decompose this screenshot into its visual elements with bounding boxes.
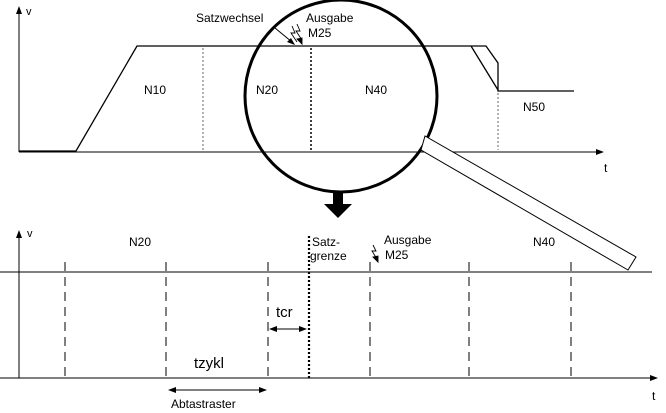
abtastraster-arrow-right — [259, 387, 267, 393]
top-t-axis-arrow — [596, 149, 604, 155]
abtastraster-arrow-left — [168, 387, 176, 393]
top-m25-label: M25 — [308, 26, 332, 40]
top-v-label: v — [26, 6, 32, 18]
bottom-m25-label: M25 — [385, 248, 409, 262]
lightning-icon — [290, 23, 303, 46]
satzgrenze-label-1: Satz- — [312, 235, 340, 249]
tzykl-label: tzykl — [194, 355, 224, 372]
bottom-v-axis-arrow — [16, 230, 22, 238]
magnifier-handle — [420, 135, 637, 271]
top-t-label: t — [604, 161, 608, 175]
top-ausgabe-label: Ausgabe — [306, 11, 354, 25]
segment-n50: N50 — [523, 100, 545, 114]
top-v-axis-arrow — [16, 6, 22, 14]
tcr-arrow-left — [269, 326, 277, 332]
magnifier-icon — [243, 0, 637, 271]
satzwechsel-arrow — [274, 27, 293, 43]
segment-n40: N40 — [365, 83, 387, 97]
bottom-v-label: v — [27, 228, 33, 240]
bottom-segment-n20: N20 — [129, 235, 151, 249]
ramp-down — [470, 45, 499, 91]
velocity-profile — [19, 45, 574, 152]
segment-n20: N20 — [256, 83, 278, 97]
lightning-icon — [371, 244, 379, 264]
bottom-t-label: t — [652, 389, 656, 403]
segment-n10: N10 — [144, 83, 166, 97]
bottom-t-axis-arrow — [650, 375, 658, 381]
bottom-segment-n40: N40 — [533, 235, 555, 249]
satzgrenze-label-2: grenze — [310, 249, 347, 263]
down-arrow-icon — [324, 193, 352, 218]
tcr-arrow-right — [299, 326, 307, 332]
bottom-diagram: v t N20 N40 Satz- grenze Ausgabe M25 tcr — [0, 228, 658, 411]
satzwechsel-arrowhead — [287, 38, 295, 45]
bottom-ausgabe-label: Ausgabe — [384, 233, 432, 247]
satzwechsel-label: Satzwechsel — [196, 11, 263, 25]
abtastraster-label: Abtastraster — [171, 397, 236, 411]
tcr-label: tcr — [276, 304, 293, 321]
top-diagram: v t N10 N20 N40 N50 Satzwechsel Ausgabe … — [16, 6, 608, 175]
